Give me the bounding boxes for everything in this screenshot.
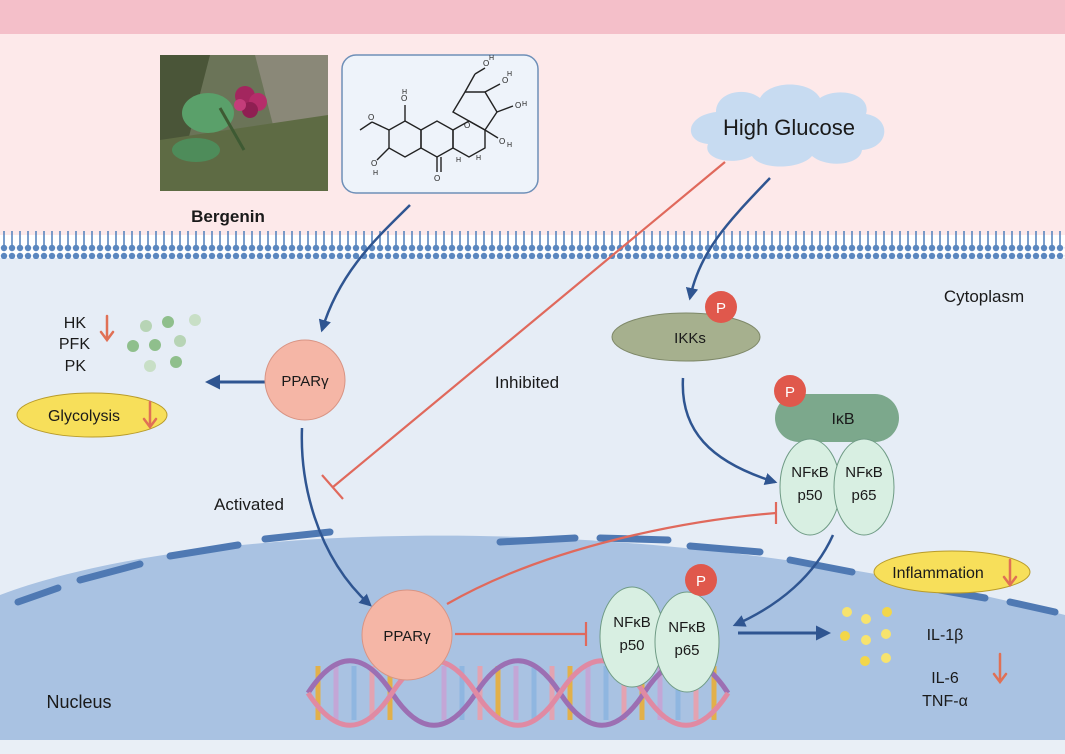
svg-text:O: O (502, 76, 508, 85)
pparg-nucleus-label: PPARγ (383, 628, 431, 645)
ikks-node (611, 312, 761, 362)
svg-text:H: H (402, 89, 407, 96)
nfkb-p50-nuc-label: NFκB (613, 614, 651, 631)
nucleus-label: Nucleus (46, 692, 111, 712)
arrow-glucose-to-ikks (685, 177, 771, 301)
ikb-phospho-icon (774, 375, 806, 407)
pparg-cytoplasm-node (264, 339, 346, 421)
arrow-pparg-activation (300, 427, 372, 607)
cytokine-down-arrow-icon (992, 652, 1008, 685)
glycolysis-label: Glycolysis (48, 408, 120, 425)
svg-text:H: H (522, 101, 527, 108)
nfkb-p65-nucleus (654, 591, 720, 693)
nfkb-nucleus-phospho-icon (685, 564, 717, 596)
svg-text:H: H (373, 170, 378, 177)
pparg-nucleus-node (361, 589, 453, 681)
nfkb-p65-nuc-label: NFκB (668, 619, 706, 636)
arrow-bergenin-to-pparg (318, 204, 411, 333)
enzyme-pfk: PFK (59, 336, 90, 353)
cytoplasm-label: Cytoplasm (944, 287, 1024, 306)
top-band (0, 0, 1065, 34)
svg-text:O: O (515, 101, 521, 110)
cytokine-il6: IL-6 (931, 670, 959, 687)
svg-text:H: H (489, 55, 494, 62)
nfkb-p65-cytoplasm (833, 438, 895, 536)
cytokine-dots (840, 607, 892, 666)
cytokine-tnfa: TNF-α (922, 693, 968, 710)
svg-text:H: H (456, 157, 461, 164)
svg-text:H: H (507, 142, 512, 149)
nucleus-region (0, 535, 1065, 740)
svg-text:O: O (483, 59, 489, 68)
activated-label: Activated (214, 495, 284, 514)
glycolysis-badge (16, 392, 168, 438)
nfkb-p65-cyto-sub: p65 (851, 487, 876, 504)
ikb-node (775, 394, 899, 442)
pparg-cytoplasm-label: PPARγ (281, 373, 329, 390)
inhibition-glucose-pparg (321, 161, 726, 500)
enzyme-down-arrow-icon (99, 314, 115, 343)
bergenin-structure: O H O O H O O O H O H O H O H H H (341, 54, 539, 194)
ikb-label: IκB (831, 411, 854, 428)
arrow-ikks-to-ikb (681, 377, 778, 486)
ikb-phospho-label: P (785, 384, 795, 401)
glycolysis-metabolite-dots (127, 314, 201, 372)
bergenin-plant-photo (160, 55, 328, 191)
high-glucose-label: High Glucose (723, 115, 855, 140)
inhibited-label: Inhibited (495, 373, 559, 392)
ikks-label: IKKs (674, 330, 706, 347)
nuclear-envelope (14, 528, 1059, 616)
svg-text:O: O (499, 137, 505, 146)
svg-text:O: O (401, 94, 407, 103)
inflammation-down-arrow-icon (1002, 558, 1018, 588)
nfkb-p50-cyto-label: NFκB (791, 464, 829, 481)
nfkb-p50-nuc-sub: p50 (619, 637, 644, 654)
svg-text:O: O (464, 121, 470, 130)
dna-helix (305, 658, 731, 728)
svg-text:H: H (507, 71, 512, 78)
cell-membrane (0, 231, 1065, 259)
enzyme-hk: HK (64, 315, 87, 332)
svg-text:O: O (371, 159, 377, 168)
svg-text:O: O (434, 174, 440, 183)
ikks-phospho-icon (705, 291, 737, 323)
nfkb-p65-cyto-label: NFκB (845, 464, 883, 481)
enzyme-pk: PK (65, 358, 87, 375)
cytokine-il1b: IL-1β (927, 627, 964, 644)
bottom-strip (0, 740, 1065, 754)
svg-text:O: O (368, 113, 374, 122)
ikks-phospho-label: P (716, 300, 726, 317)
nfkb-p50-cyto-sub: p50 (797, 487, 822, 504)
high-glucose-cloud (690, 84, 885, 167)
inhibition-pparg-ikb (446, 502, 778, 605)
nfkb-p65-nuc-sub: p65 (674, 642, 699, 659)
inflammation-badge (873, 550, 1031, 594)
glycolysis-down-arrow-icon (142, 400, 158, 430)
svg-text:H: H (476, 155, 481, 162)
arrow-nfkb-translocation (732, 534, 835, 627)
inhibition-pparg-nfkb (455, 622, 588, 646)
nfkb-nucleus-phospho-label: P (696, 573, 706, 590)
bergenin-label: Bergenin (191, 207, 265, 226)
inflammation-label: Inflammation (892, 565, 984, 582)
